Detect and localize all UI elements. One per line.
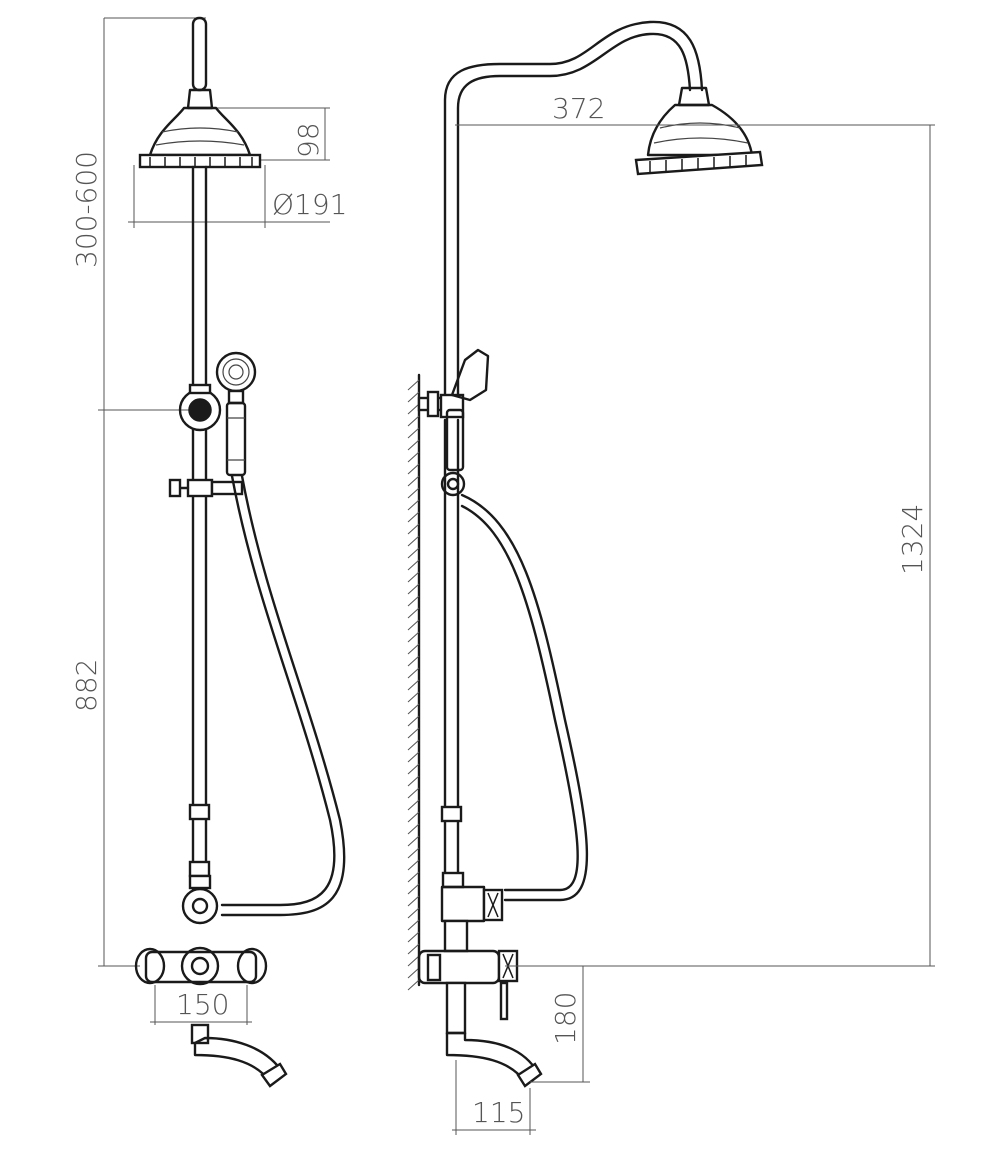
wall-hatch-line (407, 487, 420, 499)
wall-hatch-line (407, 823, 420, 835)
wall-hatch-line (407, 655, 420, 667)
wall-hatch-line (407, 427, 420, 439)
wall-hatch-line (407, 775, 420, 787)
wall-hatch-line (407, 667, 420, 679)
wall-hatch-line (407, 883, 420, 895)
side-hose (460, 493, 589, 902)
wall-hatch-line (407, 379, 420, 391)
wall-hatch-line (407, 943, 420, 955)
dim-label-head-reach: 372 (552, 92, 605, 125)
wall-hatch-line (407, 595, 420, 607)
front-riser-pipe (188, 165, 211, 892)
wall-hatch-line (407, 811, 420, 823)
front-spout (190, 1023, 288, 1088)
wall-hatch-line (407, 391, 420, 403)
wall-hatch-line (407, 583, 420, 595)
front-showerhead (138, 16, 262, 169)
wall-hatch-line (407, 847, 420, 859)
front-hand-shower (215, 351, 257, 477)
side-riser-pipe (440, 20, 704, 882)
wall-hatch (407, 373, 421, 991)
wall-hatch-line (407, 463, 420, 475)
dim-label-showerhead-height: 98 (292, 122, 325, 158)
wall-hatch-line (407, 931, 420, 943)
front-view: 300-600 882 98 Ø191 150 (70, 16, 347, 1088)
dim-label-adjustable-height: 300-600 (70, 151, 103, 268)
front-dimension-lines (98, 17, 330, 1025)
wall-hatch-line (407, 499, 420, 511)
wall-hatch-line (407, 703, 420, 715)
dim-label-spout-drop: 180 (549, 992, 582, 1045)
wall-hatch-line (407, 739, 420, 751)
dim-label-spout-projection: 115 (472, 1096, 525, 1129)
wall-hatch-line (407, 619, 420, 631)
wall-hatch-line (407, 979, 420, 991)
wall-hatch-line (407, 607, 420, 619)
wall-hatch-line (407, 535, 420, 547)
front-slider-holder (168, 478, 244, 498)
wall-hatch-line (407, 967, 420, 979)
side-mixer (417, 919, 519, 1021)
side-dimension-lines (452, 124, 935, 1135)
wall-hatch-line (407, 871, 420, 883)
wall-hatch-line (407, 547, 420, 559)
wall-hatch-line (407, 571, 420, 583)
side-view: 372 1324 180 115 (407, 20, 935, 1135)
wall-hatch-line (407, 799, 420, 811)
wall-hatch-line (407, 715, 420, 727)
dim-label-inlet-spacing: 150 (176, 988, 229, 1021)
side-diverter (440, 871, 504, 923)
side-spout (445, 981, 543, 1088)
wall-hatch-line (407, 511, 420, 523)
wall-hatch-line (407, 787, 420, 799)
wall-hatch-line (407, 403, 420, 415)
wall-hatch-line (407, 559, 420, 571)
wall-hatch-line (407, 679, 420, 691)
wall-hatch-line (407, 415, 420, 427)
wall-hatch-line (407, 691, 420, 703)
wall-hatch-line (407, 859, 420, 871)
wall-hatch-line (407, 523, 420, 535)
side-showerhead (634, 86, 764, 176)
wall-hatch-line (407, 895, 420, 907)
front-diverter (181, 874, 219, 925)
dim-label-outlet-height: 882 (70, 659, 103, 712)
front-mixer (134, 946, 268, 986)
front-wall-bracket (178, 383, 222, 432)
wall-hatch-line (407, 763, 420, 775)
front-hose (220, 474, 346, 917)
wall-hatch-line (407, 955, 420, 967)
wall-hatch-line (407, 751, 420, 763)
wall-hatch-line (407, 439, 420, 451)
wall-hatch-line (407, 835, 420, 847)
wall-hatch-line (407, 475, 420, 487)
wall-hatch-line (407, 643, 420, 655)
wall-hatch-line (407, 451, 420, 463)
dim-label-total-height: 1324 (896, 504, 929, 575)
wall-hatch-line (407, 727, 420, 739)
dim-label-showerhead-diameter: Ø191 (272, 188, 347, 221)
wall-hatch-line (407, 907, 420, 919)
side-hand-shower (440, 348, 490, 497)
wall-hatch-line (407, 631, 420, 643)
wall-hatch-line (407, 919, 420, 931)
